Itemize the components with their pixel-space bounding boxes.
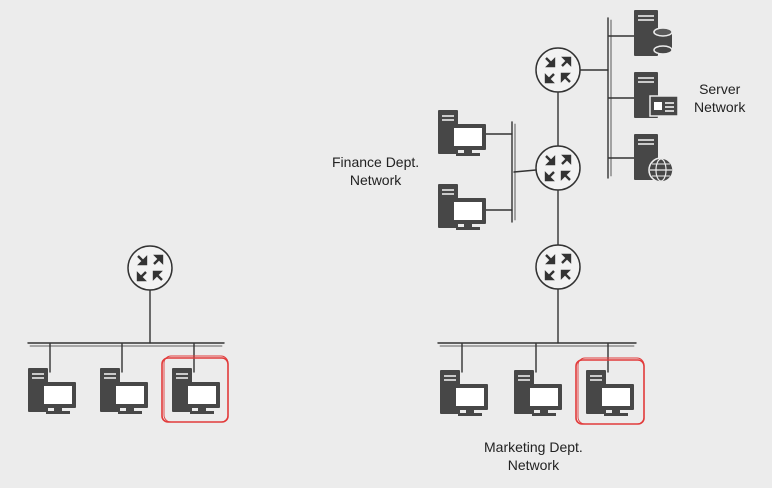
- database-server-icon: [633, 9, 673, 57]
- marketing-router-icon: [534, 243, 582, 291]
- finance-router-icon: [534, 144, 582, 192]
- left-computer-icon-2: [99, 367, 149, 415]
- finance-network-label: Finance Dept. Network: [332, 154, 420, 188]
- left-network: [27, 244, 229, 423]
- left-computer-icon-1: [27, 367, 77, 415]
- marketing-network-label: Marketing Dept. Network: [484, 439, 583, 473]
- marketing-computer-icon-1: [439, 369, 489, 417]
- left-computer-icon-3: [171, 367, 221, 415]
- finance-computer-icon-1: [437, 109, 487, 157]
- server-router-icon: [534, 46, 582, 94]
- marketing-computer-icon-3: [585, 369, 635, 417]
- server-network-label: Server Network: [694, 81, 746, 115]
- globe-server-icon: [633, 133, 674, 183]
- left-router-icon: [126, 244, 174, 292]
- marketing-computer-icon-2: [513, 369, 563, 417]
- finance-computer-icon-2: [437, 183, 487, 231]
- right-network: [437, 9, 679, 425]
- web-server-icon: [633, 71, 679, 119]
